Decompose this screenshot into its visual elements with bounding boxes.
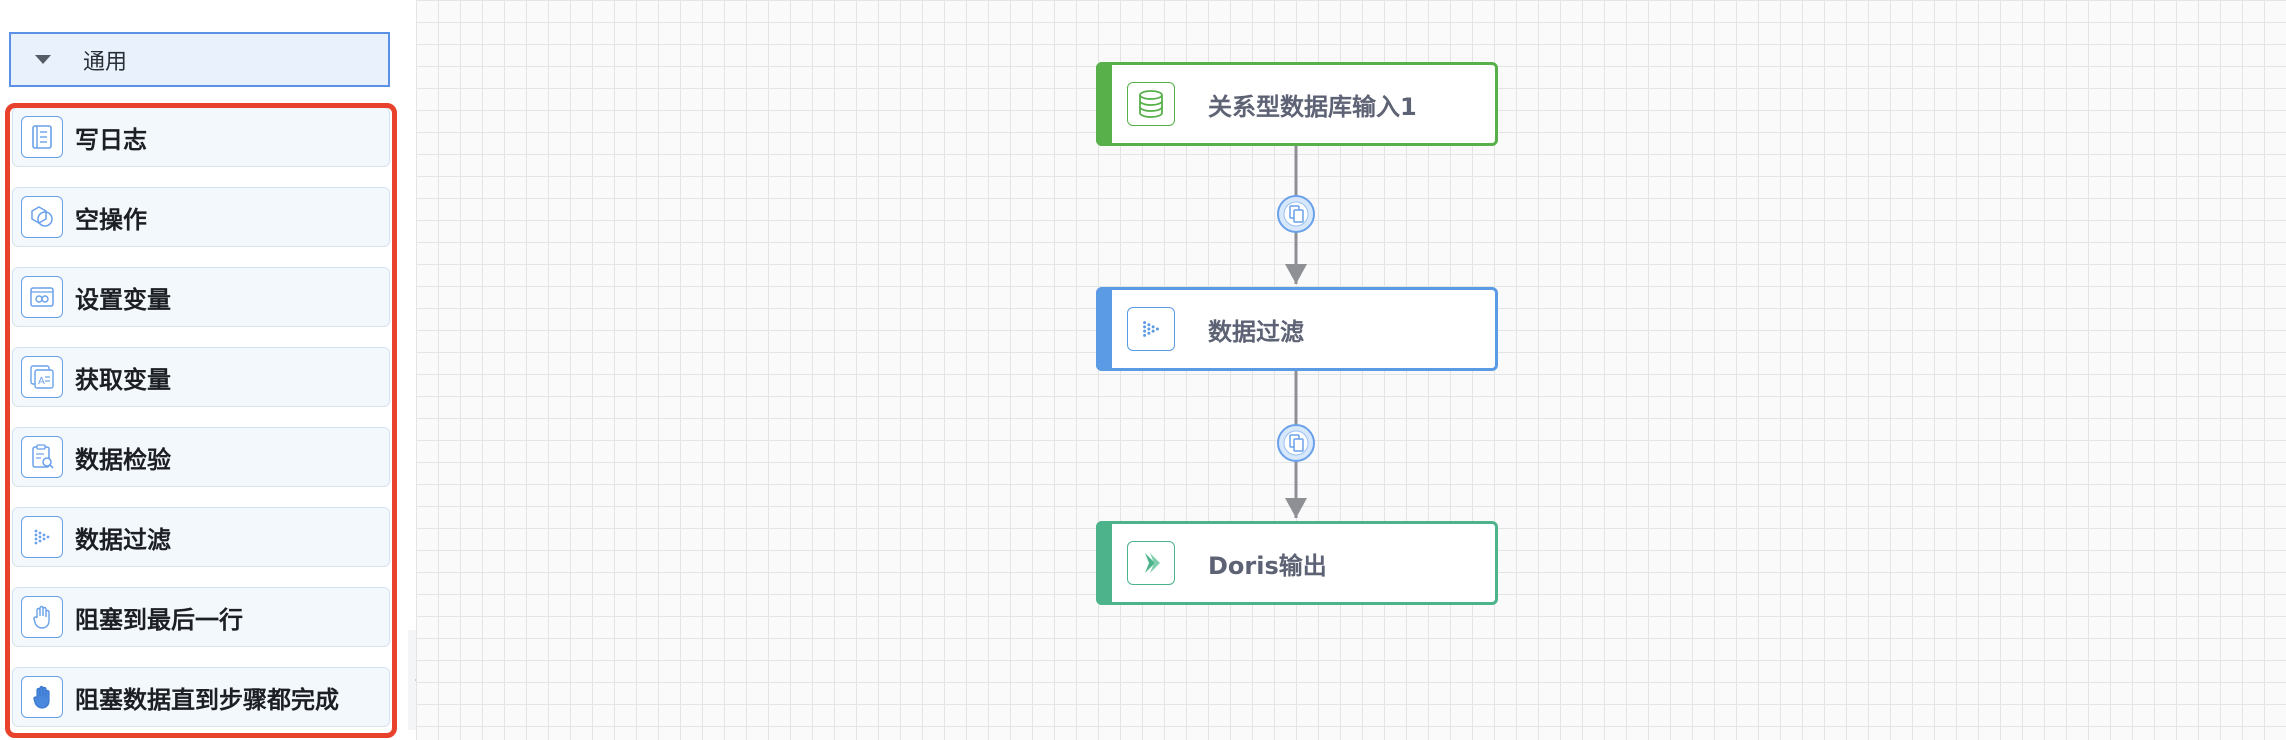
copy-icon: [1289, 434, 1304, 452]
step-label: 获取变量: [75, 365, 171, 394]
step-label: 空操作: [75, 205, 147, 234]
step-item-block-until-steps-finish[interactable]: 阻塞数据直到步骤都完成: [12, 667, 390, 727]
step-label: 数据过滤: [75, 525, 171, 554]
flow-node-data-filter[interactable]: 数据过滤: [1096, 287, 1498, 371]
database-icon: [1127, 82, 1175, 126]
data-filter-icon: [21, 516, 63, 558]
group-label: 通用: [83, 49, 128, 75]
node-accent-bar: [1096, 521, 1112, 605]
edge-copy-badge[interactable]: [1277, 195, 1315, 233]
copy-icon: [1289, 205, 1304, 223]
flow-node-doris-output[interactable]: Doris输出: [1096, 521, 1498, 605]
group-header-general[interactable]: 通用: [9, 32, 390, 87]
edge-copy-badge[interactable]: [1277, 424, 1315, 462]
node-label: 关系型数据库输入1: [1208, 92, 1417, 121]
set-variable-icon: [21, 276, 63, 318]
hand-outline-icon: [21, 596, 63, 638]
node-label: Doris输出: [1208, 551, 1327, 580]
doris-icon: [1127, 541, 1175, 585]
step-label: 阻塞数据直到步骤都完成: [75, 685, 339, 714]
dummy-icon: [21, 196, 63, 238]
get-variable-icon: A: [21, 356, 63, 398]
step-label: 数据检验: [75, 445, 171, 474]
hand-filled-icon: [21, 676, 63, 718]
step-item-data-filter[interactable]: 数据过滤: [12, 507, 390, 567]
step-palette-sidebar: 通用 写日志: [0, 0, 408, 740]
caret-down-icon[interactable]: [35, 55, 51, 64]
node-accent-bar: [1096, 287, 1112, 371]
node-label: 数据过滤: [1208, 317, 1304, 346]
data-validation-icon: [21, 436, 63, 478]
step-item-write-log[interactable]: 写日志: [12, 107, 390, 167]
step-item-block-until-last-row[interactable]: 阻塞到最后一行: [12, 587, 390, 647]
step-label: 写日志: [75, 125, 147, 154]
step-label: 阻塞到最后一行: [75, 605, 243, 634]
step-item-set-variable[interactable]: 设置变量: [12, 267, 390, 327]
flow-node-database-input[interactable]: 关系型数据库输入1: [1096, 62, 1498, 146]
step-label: 设置变量: [75, 285, 171, 314]
step-item-get-variable[interactable]: A 获取变量: [12, 347, 390, 407]
node-accent-bar: [1096, 62, 1112, 146]
svg-text:A: A: [38, 376, 45, 387]
step-item-data-validation[interactable]: 数据检验: [12, 427, 390, 487]
log-icon: [21, 116, 63, 158]
data-filter-icon: [1127, 307, 1175, 351]
step-item-dummy[interactable]: 空操作: [12, 187, 390, 247]
